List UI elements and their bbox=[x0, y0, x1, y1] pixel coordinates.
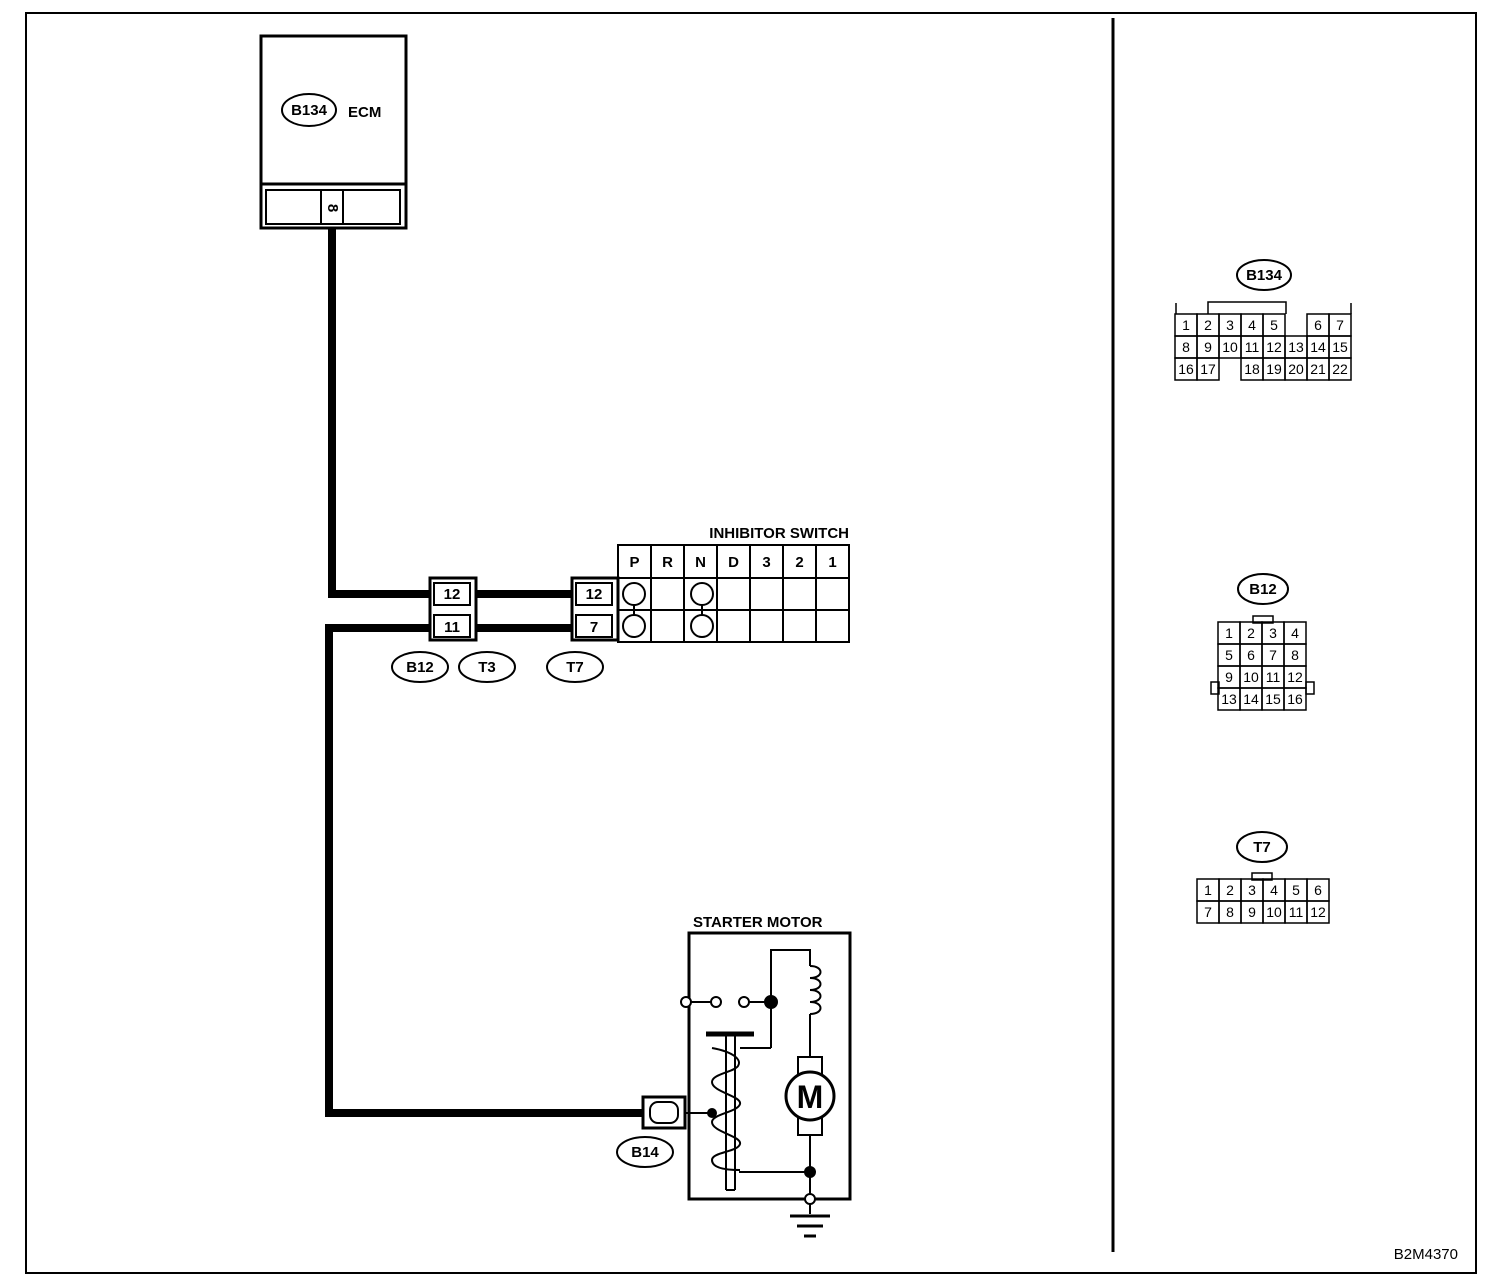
b134-pin-21: 21 bbox=[1310, 361, 1326, 377]
t7-view-label: T7 bbox=[1253, 839, 1271, 856]
b134-pin-19: 19 bbox=[1266, 361, 1282, 377]
b12view-pin-9: 9 bbox=[1225, 669, 1233, 685]
starter-motor-title: STARTER MOTOR bbox=[693, 914, 823, 931]
t7view-pin-6: 6 bbox=[1314, 882, 1322, 898]
motor-symbol: M bbox=[797, 1079, 824, 1115]
inhibitor-position-2: 2 bbox=[795, 554, 803, 571]
t7view-pin-11: 11 bbox=[1289, 904, 1304, 920]
inhibitor-position-d: D bbox=[728, 554, 739, 571]
outer-frame bbox=[25, 12, 1477, 1274]
t7-junction: 12 7 bbox=[570, 576, 620, 642]
inhibitor-position-p: P bbox=[629, 554, 639, 571]
t7view-pin-7: 7 bbox=[1204, 904, 1212, 920]
b134-pin-9: 9 bbox=[1204, 339, 1212, 355]
t7-pin-7: 7 bbox=[590, 619, 598, 636]
b134-pin-8: 8 bbox=[1182, 339, 1190, 355]
b134-pin-3: 3 bbox=[1226, 317, 1234, 333]
b134-pin-18: 18 bbox=[1244, 361, 1260, 377]
b134-pin-16: 16 bbox=[1178, 361, 1194, 377]
b134-pin-1: 1 bbox=[1182, 317, 1190, 333]
t7view-pin-9: 9 bbox=[1248, 904, 1256, 920]
b12view-pin-1: 1 bbox=[1225, 625, 1233, 641]
b134-pin-7: 7 bbox=[1336, 317, 1344, 333]
ecm-connector-label: B134 bbox=[291, 102, 328, 119]
b134-pin-10: 10 bbox=[1222, 339, 1238, 355]
b12view-pin-8: 8 bbox=[1291, 647, 1299, 663]
b12view-pin-2: 2 bbox=[1247, 625, 1255, 641]
b12-pin-12: 12 bbox=[444, 586, 461, 603]
b134-pin-20: 20 bbox=[1288, 361, 1304, 377]
b14-id-label: B14 bbox=[631, 1144, 659, 1161]
t7view-pin-3: 3 bbox=[1248, 882, 1256, 898]
inhibitor-position-r: R bbox=[662, 554, 673, 571]
b12view-pin-7: 7 bbox=[1269, 647, 1277, 663]
ecm-terminal-number: 8 bbox=[324, 204, 341, 212]
b134-pin-22: 22 bbox=[1332, 361, 1348, 377]
switch-contacts bbox=[622, 582, 714, 638]
b12-view-label: B12 bbox=[1249, 581, 1277, 598]
b134-pin-17: 17 bbox=[1200, 361, 1216, 377]
b134-pin-11: 11 bbox=[1245, 339, 1260, 355]
b12view-pin-5: 5 bbox=[1225, 647, 1233, 663]
t7view-pin-2: 2 bbox=[1226, 882, 1234, 898]
t3-id-label: T3 bbox=[478, 659, 496, 676]
wire-ecm-to-b12 bbox=[328, 228, 432, 598]
b12-id-label: B12 bbox=[406, 659, 434, 676]
b134-pin-14: 14 bbox=[1310, 339, 1326, 355]
wire-b12-to-starter bbox=[325, 624, 646, 1117]
b12view-pin-4: 4 bbox=[1291, 625, 1299, 641]
b134-view-label: B134 bbox=[1246, 267, 1283, 284]
b134-pin-13: 13 bbox=[1288, 339, 1304, 355]
junction-connector-ids: B12 T3 T7 bbox=[391, 651, 604, 683]
b134-pin-6: 6 bbox=[1314, 317, 1322, 333]
b12view-pin-15: 15 bbox=[1265, 691, 1281, 707]
b134-pin-12: 12 bbox=[1266, 339, 1282, 355]
t7-id-label: T7 bbox=[566, 659, 584, 676]
inhibitor-position-n: N bbox=[695, 554, 706, 571]
inhibitor-switch: INHIBITOR SWITCH P R N D 3 2 1 bbox=[617, 525, 850, 643]
inhibitor-position-3: 3 bbox=[762, 554, 770, 571]
starter-motor: STARTER MOTOR B14 bbox=[616, 914, 852, 1238]
b134-pin-5: 5 bbox=[1270, 317, 1278, 333]
b12view-pin-14: 14 bbox=[1243, 691, 1259, 707]
b12-t3-junction: 12 11 bbox=[428, 576, 478, 642]
t7-pin-12: 12 bbox=[586, 586, 603, 603]
t7view-pin-10: 10 bbox=[1266, 904, 1282, 920]
inhibitor-switch-title: INHIBITOR SWITCH bbox=[709, 525, 849, 542]
inhibitor-position-grid: P R N D 3 2 1 bbox=[617, 544, 850, 643]
t7view-pin-12: 12 bbox=[1310, 904, 1326, 920]
b12view-pin-11: 11 bbox=[1266, 669, 1281, 685]
t7view-pin-4: 4 bbox=[1270, 882, 1278, 898]
wire-harness bbox=[325, 228, 646, 1117]
b12-pin-11: 11 bbox=[444, 619, 460, 636]
b12view-pin-13: 13 bbox=[1221, 691, 1237, 707]
ecm-unit: B134 ECM 8 bbox=[259, 34, 408, 230]
b134-pin-2: 2 bbox=[1204, 317, 1212, 333]
b12view-pin-16: 16 bbox=[1287, 691, 1303, 707]
b12view-pin-3: 3 bbox=[1269, 625, 1277, 641]
t7view-pin-5: 5 bbox=[1292, 882, 1300, 898]
b12view-pin-10: 10 bbox=[1243, 669, 1259, 685]
b134-pin-15: 15 bbox=[1332, 339, 1348, 355]
t7view-pin-1: 1 bbox=[1204, 882, 1212, 898]
b12view-pin-6: 6 bbox=[1247, 647, 1255, 663]
b134-pin-4: 4 bbox=[1248, 317, 1256, 333]
ecm-connector-badge bbox=[281, 93, 337, 127]
b12view-pin-12: 12 bbox=[1287, 669, 1303, 685]
figure-code: B2M4370 bbox=[1394, 1246, 1458, 1263]
inhibitor-position-1: 1 bbox=[828, 554, 836, 571]
ecm-label: ECM bbox=[348, 104, 381, 121]
t7view-pin-8: 8 bbox=[1226, 904, 1234, 920]
